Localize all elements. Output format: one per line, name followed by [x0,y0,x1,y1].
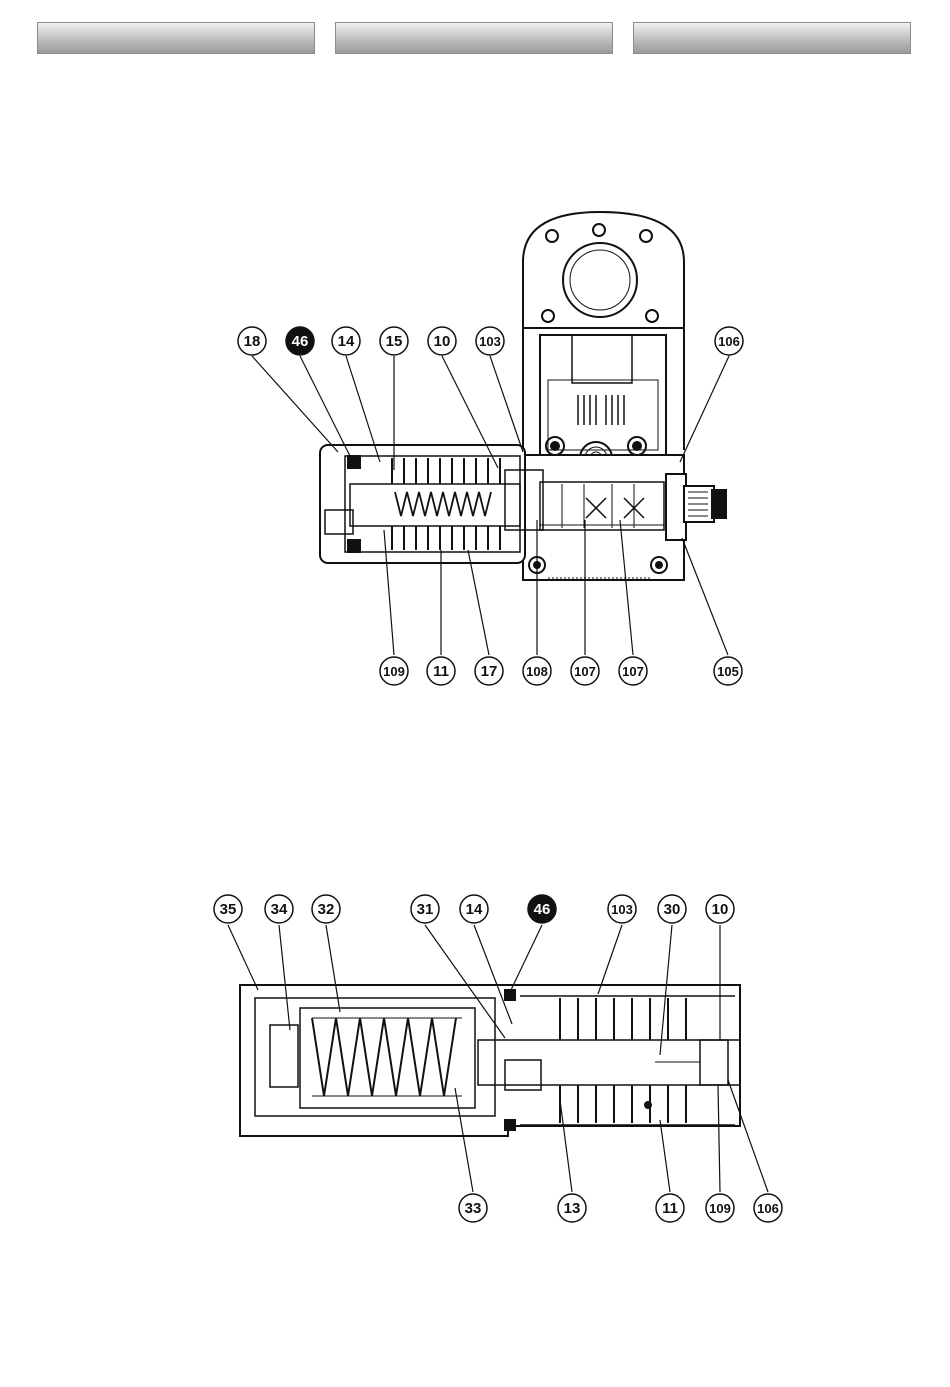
callout-label: 10 [712,901,729,918]
callout-34: 34 [265,895,293,923]
callout-label: 13 [564,1200,581,1217]
callout-46: 46 [528,895,556,923]
callout-label: 34 [271,901,288,918]
callout-label: 14 [466,901,483,918]
callout-14: 14 [460,895,488,923]
callout-106: 106 [754,1194,782,1222]
callout-10: 10 [706,895,734,923]
callout-label: 106 [757,1201,779,1216]
callout-109: 109 [706,1194,734,1222]
callout-33: 33 [459,1194,487,1222]
callout-label: 103 [611,902,633,917]
callout-label: 35 [220,901,237,918]
callout-label: 109 [709,1201,731,1216]
callout-label: 30 [664,901,681,918]
callout-31: 31 [411,895,439,923]
callout-35: 35 [214,895,242,923]
callout-label: 46 [534,901,551,918]
callout-11: 11 [656,1194,684,1222]
callout-30: 30 [658,895,686,923]
callout-32: 32 [312,895,340,923]
callout-label: 33 [465,1200,482,1217]
callout-103: 103 [608,895,636,923]
callout-label: 31 [417,901,434,918]
callout-label: 32 [318,901,335,918]
callout-label: 11 [662,1200,678,1217]
callout-13: 13 [558,1194,586,1222]
